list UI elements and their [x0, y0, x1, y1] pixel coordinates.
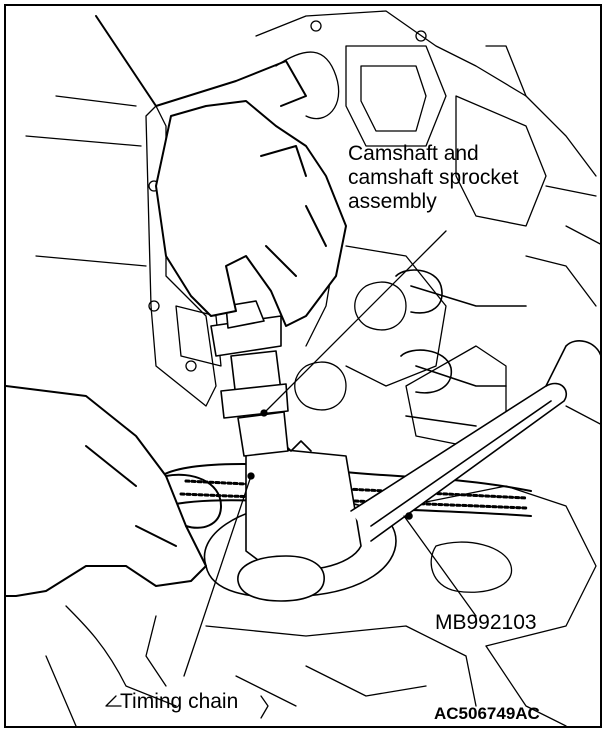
figure-code: AC506749AC: [434, 704, 540, 723]
camshaft-lobes: [395, 269, 527, 427]
upper-hand: [95, 15, 347, 327]
camshaft-label-line-1: Camshaft and: [348, 142, 479, 165]
timing-chain-label: Timing chain: [120, 690, 239, 713]
engine-illustration: [6, 10, 600, 726]
lower-hand: [6, 385, 222, 597]
camshaft-shaft: [210, 300, 289, 457]
tool-leader-line: [403, 515, 477, 617]
sprocket-and-tool: [203, 340, 600, 602]
camshaft-leader-line: [263, 230, 447, 414]
leader-lines: [105, 230, 477, 719]
illustration-frame: Camshaft and camshaft sprocket assembly …: [4, 4, 602, 728]
chain-leader-line: [183, 475, 252, 677]
engine-block-lower: [45, 485, 597, 726]
camshaft-label: Camshaft and camshaft sprocket assembly: [348, 142, 518, 214]
tool-label: MB992103: [435, 611, 537, 634]
camshaft-label-line-2: camshaft sprocket: [348, 166, 519, 189]
camshaft-label-line-3: assembly: [348, 190, 437, 213]
